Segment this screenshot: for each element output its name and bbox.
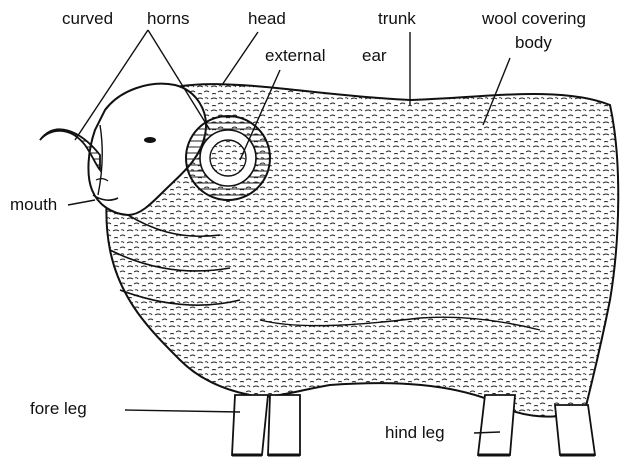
hind-leg-left	[478, 395, 515, 455]
label-external: external	[265, 46, 325, 65]
label-trunk: trunk	[378, 9, 416, 28]
eye	[144, 137, 156, 143]
leader-mouth	[68, 200, 95, 205]
label-ear: ear	[362, 46, 387, 65]
label-hind-leg: hind leg	[385, 423, 445, 442]
label-wool-line1: wool covering	[481, 9, 586, 28]
fore-leg-left	[232, 395, 268, 455]
label-wool-line2: body	[515, 33, 552, 52]
hind-leg-right	[555, 405, 595, 455]
leader-fore-leg	[125, 410, 240, 412]
label-horns: horns	[147, 9, 190, 28]
leader-head	[222, 32, 258, 85]
leader-hind-leg	[474, 432, 500, 433]
label-curved: curved	[62, 9, 113, 28]
label-head: head	[248, 9, 286, 28]
right-spiral-horn	[186, 116, 270, 200]
label-mouth: mouth	[10, 195, 57, 214]
fore-leg-right	[268, 395, 300, 455]
label-fore-leg: fore leg	[30, 399, 87, 418]
